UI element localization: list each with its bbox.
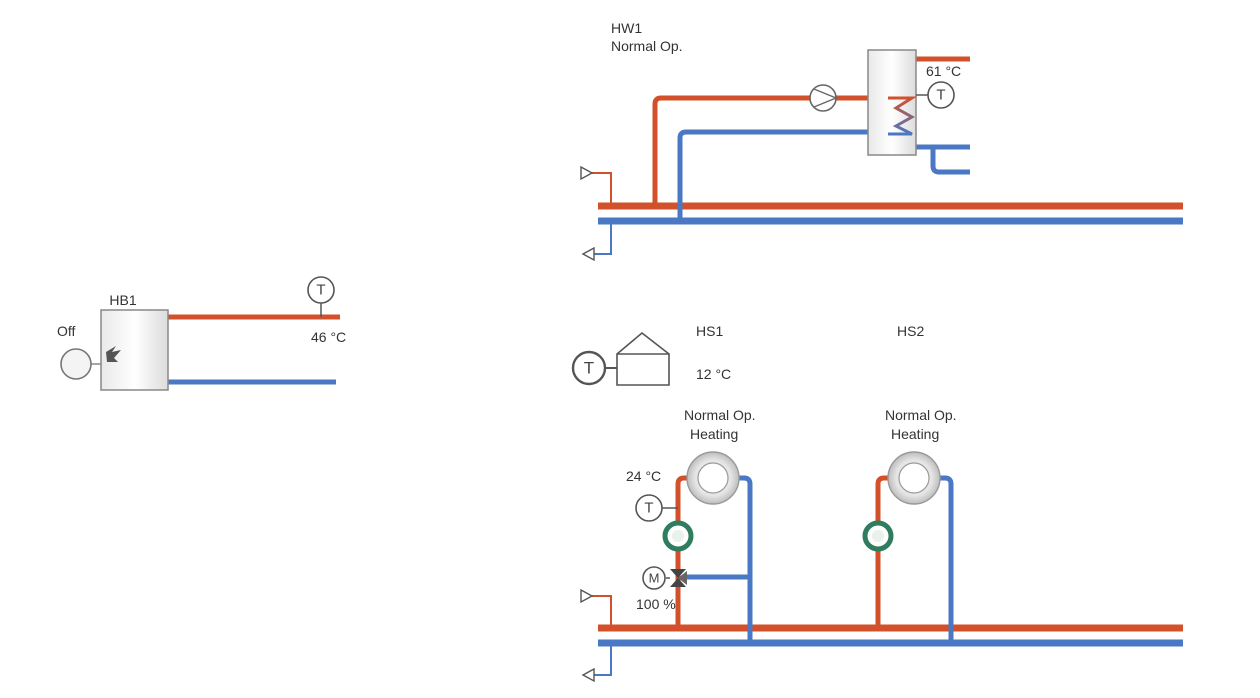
svg-text:T: T: [316, 282, 325, 299]
heating-circuits: [580, 588, 1183, 683]
hs2-mode: Normal Op.: [885, 407, 957, 423]
return-arrow-line: [594, 221, 612, 255]
radiator-icon: [887, 451, 941, 505]
hs2-state: Heating: [891, 426, 939, 442]
svg-text:T: T: [644, 500, 653, 517]
temp-sensor-icon[interactable]: T: [635, 494, 663, 522]
hs1-return-pipe: [734, 475, 753, 643]
pump-icon[interactable]: [809, 84, 838, 112]
hw-tank: [867, 49, 917, 156]
pump-icon[interactable]: [662, 520, 694, 552]
return-arrow-line: [594, 643, 612, 676]
hs2-return-pipe: [935, 475, 954, 643]
boiler-hb1[interactable]: HB1 Off T 46 °C: [57, 276, 346, 391]
hs1-supply-pipe: [675, 475, 692, 628]
hw-name: HW1: [611, 20, 642, 36]
hw-charge-return: [677, 129, 868, 221]
mixing-valve-icon[interactable]: [670, 569, 687, 587]
hs2-name: HS2: [897, 323, 924, 339]
temp-sensor-icon[interactable]: T: [307, 276, 335, 304]
flow-arrow-icon: [581, 667, 595, 683]
svg-text:M: M: [649, 571, 660, 586]
hot-water-hw1[interactable]: HW1 Normal Op. T 61 °C: [580, 20, 1183, 262]
svg-text:T: T: [936, 87, 945, 104]
hs1-name: HS1: [696, 323, 723, 339]
flame-icon: [106, 346, 121, 362]
hs1-flow-temp: 24 °C: [626, 468, 661, 484]
temp-sensor-icon[interactable]: T: [571, 350, 607, 386]
boiler-flow-temp: 46 °C: [311, 329, 346, 345]
house-icon: [616, 331, 670, 386]
pump-icon[interactable]: [862, 520, 894, 552]
hw-circulation: [930, 147, 970, 175]
supply-arrow-line: [592, 595, 612, 628]
hs1-valve-position: 100 %: [636, 596, 676, 612]
heating-circuit-hs2[interactable]: HS2 Normal Op. Heating: [862, 323, 957, 643]
flow-arrow-icon: [580, 588, 594, 604]
temp-sensor-icon[interactable]: T: [927, 81, 955, 109]
flow-arrow-icon: [580, 165, 594, 181]
motor-icon[interactable]: M: [642, 566, 666, 590]
hs1-state: Heating: [690, 426, 738, 442]
svg-text:T: T: [584, 359, 594, 378]
outdoor-sensor[interactable]: T 12 °C: [571, 331, 731, 386]
hw-mode: Normal Op.: [611, 38, 683, 54]
boiler-name: HB1: [109, 292, 136, 308]
hw-tank-temp: 61 °C: [926, 63, 961, 79]
supply-arrow-line: [592, 172, 612, 206]
hw-charge-supply: [652, 95, 868, 206]
outdoor-temp: 12 °C: [696, 366, 731, 382]
heating-circuit-hs1[interactable]: HS1 Normal Op. Heating T 24 °C M: [626, 323, 756, 643]
hs2-supply-pipe: [875, 475, 893, 628]
hw-coil: [888, 96, 918, 136]
radiator-icon: [686, 451, 740, 505]
burner-icon: [60, 348, 92, 380]
hs1-mode: Normal Op.: [684, 407, 756, 423]
flow-arrow-icon: [581, 246, 595, 262]
boiler-status: Off: [57, 323, 76, 339]
